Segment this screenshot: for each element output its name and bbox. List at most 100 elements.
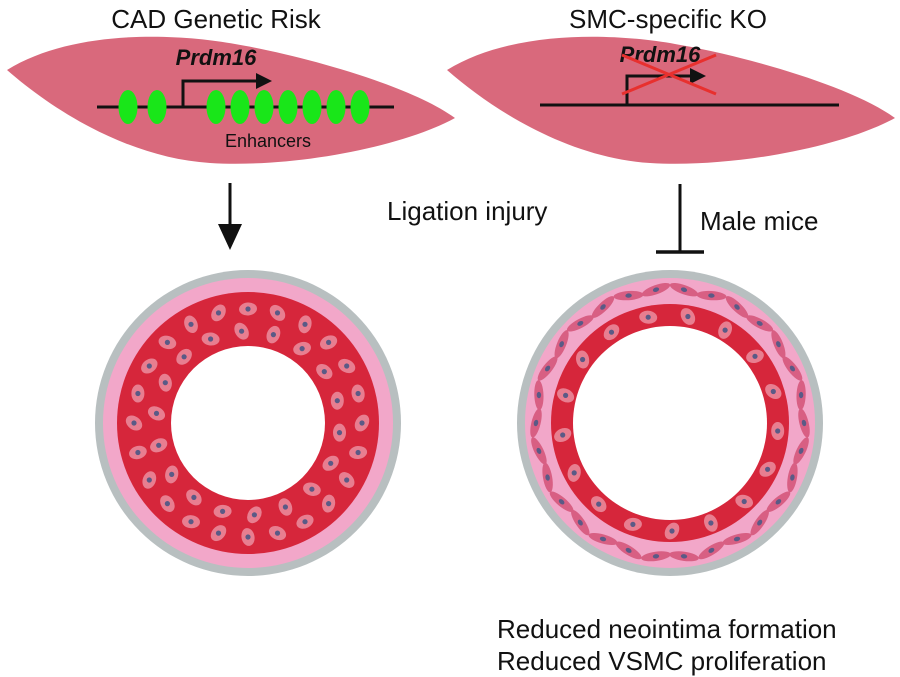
enhancer-oval [230, 90, 250, 124]
enhancer-oval [302, 90, 322, 124]
smc-nucleus [801, 419, 807, 427]
cell-nucleus [302, 321, 308, 327]
cell-nucleus [571, 470, 577, 476]
cell-nucleus [164, 339, 170, 345]
cell-nucleus [309, 486, 315, 492]
right-arrowhead [690, 68, 706, 84]
cell-nucleus [563, 392, 569, 398]
cell-nucleus [355, 390, 361, 397]
cell-nucleus [245, 306, 251, 312]
smc-nucleus [652, 554, 660, 559]
smc-nucleus [757, 519, 763, 526]
smc-nucleus [733, 536, 741, 542]
smc-nucleus [789, 365, 796, 372]
cell-nucleus [770, 388, 776, 395]
cell-nucleus [344, 363, 350, 369]
inhibition-label: Male mice [700, 206, 818, 236]
cell-nucleus [208, 336, 214, 342]
left-transcription-start-arrow [181, 79, 258, 107]
cell-nucleus [669, 528, 675, 534]
cell-nucleus [336, 430, 343, 436]
cell-nucleus [146, 477, 152, 483]
outcome-neointima: Reduced neointima formation [497, 614, 837, 644]
cell-nucleus [131, 420, 137, 426]
smc-nucleus [545, 474, 550, 481]
cell-nucleus [220, 508, 226, 514]
cell-nucleus [645, 314, 651, 320]
smc-nucleus [798, 447, 804, 454]
down-arrow-head [218, 224, 242, 250]
smc-nucleus [625, 293, 632, 298]
left-arrowhead [256, 73, 272, 89]
smc-nucleus [536, 447, 542, 454]
cell-nucleus [153, 410, 160, 416]
smc-nucleus [775, 499, 782, 505]
vessel-lumen [573, 326, 767, 520]
smc-nucleus [599, 536, 607, 542]
cell-nucleus [135, 449, 141, 456]
cell-nucleus [344, 477, 350, 483]
enhancer-oval [350, 90, 370, 124]
smc-nucleus [600, 304, 606, 310]
smc-nucleus [756, 320, 763, 326]
cell-nucleus [274, 530, 281, 536]
cell-nucleus [245, 534, 251, 540]
cell-nucleus [164, 501, 170, 507]
cell-nucleus [334, 398, 340, 404]
cell-nucleus [722, 327, 728, 333]
enhancer-oval [147, 90, 167, 124]
cell-nucleus [560, 432, 566, 438]
enhancers-label: Enhancers [225, 131, 311, 151]
smc-nucleus [734, 304, 740, 310]
smc-nucleus [625, 547, 632, 553]
knockout-cross [621, 53, 717, 96]
left-gene-label: Prdm16 [176, 45, 257, 70]
smc-nucleus [708, 293, 715, 298]
smc-nucleus [533, 419, 539, 427]
cell-nucleus [302, 519, 308, 525]
enhancer-group [118, 90, 370, 124]
smc-nucleus [559, 341, 564, 348]
enhancer-oval [278, 90, 298, 124]
cell-nucleus [188, 519, 194, 525]
cell-nucleus [359, 420, 365, 426]
cell-nucleus [162, 380, 168, 386]
cell-nucleus [708, 520, 714, 526]
smc-nucleus [544, 365, 551, 372]
smc-nucleus [790, 474, 795, 481]
smc-nucleus [652, 287, 660, 293]
cell-nucleus [355, 449, 361, 456]
enhancer-oval [254, 90, 274, 124]
cell-nucleus [326, 501, 332, 507]
right-gene-label: Prdm16 [620, 42, 701, 67]
cell-nucleus [630, 521, 636, 528]
cell-nucleus [328, 460, 334, 466]
cell-nucleus [191, 494, 197, 500]
cell-nucleus [299, 346, 305, 352]
smc-nucleus [536, 391, 542, 399]
cell-nucleus [169, 471, 175, 477]
enhancer-oval [206, 90, 226, 124]
smc-nucleus [558, 499, 565, 505]
smc-nucleus [798, 391, 804, 399]
cell-nucleus [135, 390, 141, 397]
outcome-vsmc-proliferation: Reduced VSMC proliferation [497, 646, 827, 676]
cell-nucleus [156, 442, 162, 448]
cell-nucleus [685, 313, 691, 320]
smc-nucleus [776, 341, 781, 348]
cell-nucleus [274, 310, 281, 316]
cell-nucleus [326, 339, 332, 345]
cell-nucleus [251, 512, 257, 518]
cell-nucleus [188, 321, 194, 327]
cell-nucleus [270, 332, 276, 338]
cell-nucleus [239, 328, 245, 334]
smc-nucleus [680, 287, 688, 293]
cell-nucleus [765, 466, 771, 472]
enhancer-oval [326, 90, 346, 124]
cell-nucleus [752, 353, 758, 359]
vessel-cross-section-left [95, 270, 401, 576]
cell-nucleus [215, 310, 222, 316]
right-smooth-muscle-cell [447, 36, 895, 164]
smc-nucleus [680, 554, 688, 559]
